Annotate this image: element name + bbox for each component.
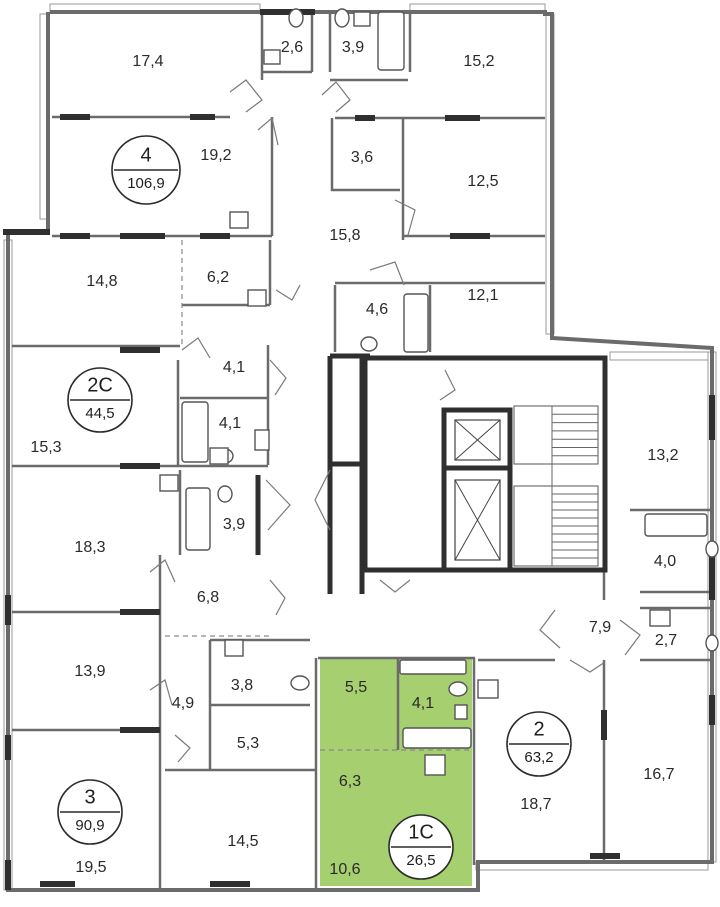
room-area-label: 16,7 (643, 766, 674, 783)
room-area-label: 2,6 (281, 39, 303, 56)
apartment-total-area: 26,5 (406, 852, 435, 869)
room-area-label: 3,8 (231, 677, 253, 694)
room-area-label: 6,3 (339, 773, 361, 790)
apartment-total-area: 44,5 (85, 405, 114, 422)
room-area-labels: 17,4 19,2 2,6 3,9 15,2 3,6 12,5 15,8 14,… (30, 39, 678, 878)
stairs-icon (513, 405, 599, 567)
room-area-label: 4,1 (412, 695, 434, 712)
wall-accents (3, 9, 715, 890)
room-area-label: 15,3 (30, 439, 61, 456)
apartment-number: 1С (408, 821, 434, 843)
room-area-label: 4,1 (223, 359, 245, 376)
room-area-label: 15,2 (463, 53, 494, 70)
room-area-label: 19,2 (200, 147, 231, 164)
door-swing-icon (149, 79, 641, 763)
apartment-badge-1c[interactable]: 1С 26,5 (388, 814, 454, 880)
stair-elevator-core (255, 353, 608, 594)
apartment-total-area: 106,9 (127, 175, 165, 192)
apartment-badge-2c[interactable]: 2С 44,5 (67, 367, 133, 433)
room-area-label: 4,0 (654, 553, 676, 570)
room-area-label: 14,5 (227, 833, 258, 850)
room-area-label: 13,2 (647, 447, 678, 464)
apartment-badge-2[interactable]: 2 63,2 (506, 711, 572, 777)
elevator-icon (454, 419, 501, 561)
room-area-label: 2,7 (655, 632, 677, 649)
apartment-number: 2С (87, 374, 113, 396)
apartment-number: 2 (533, 718, 544, 740)
apartment-badge-4[interactable]: 4 106,9 (111, 135, 181, 205)
apartment-number: 4 (140, 144, 151, 166)
room-area-label: 6,8 (197, 589, 219, 606)
sink-icon (159, 11, 671, 776)
room-area-label: 5,3 (237, 735, 259, 752)
room-area-label: 10,6 (329, 861, 360, 878)
room-area-label: 18,3 (74, 539, 105, 556)
room-area-label: 17,4 (132, 53, 163, 70)
room-area-label: 19,5 (75, 859, 106, 876)
room-area-label: 13,9 (74, 663, 105, 680)
room-area-label: 6,2 (207, 269, 229, 286)
dashed-partitions (165, 240, 472, 751)
room-area-label: 4,1 (219, 415, 241, 432)
room-area-label: 12,1 (467, 287, 498, 304)
room-area-label: 3,9 (223, 516, 245, 533)
room-area-label: 4,6 (366, 301, 388, 318)
room-area-label: 4,9 (172, 695, 194, 712)
room-area-label: 15,8 (329, 227, 360, 244)
room-area-label: 3,9 (342, 39, 364, 56)
apartment-number: 3 (84, 786, 95, 808)
room-area-label: 7,9 (589, 619, 611, 636)
room-area-label: 5,5 (345, 679, 367, 696)
apartment-total-area: 63,2 (524, 749, 553, 766)
room-area-label: 18,7 (520, 796, 551, 813)
bathtub-icon (181, 11, 708, 749)
apartment-badge-3[interactable]: 3 90,9 (57, 779, 123, 845)
room-area-label: 3,6 (351, 149, 373, 166)
apartment-total-area: 90,9 (75, 817, 104, 834)
room-area-label: 12,5 (467, 173, 498, 190)
room-area-label: 14,8 (86, 273, 117, 290)
